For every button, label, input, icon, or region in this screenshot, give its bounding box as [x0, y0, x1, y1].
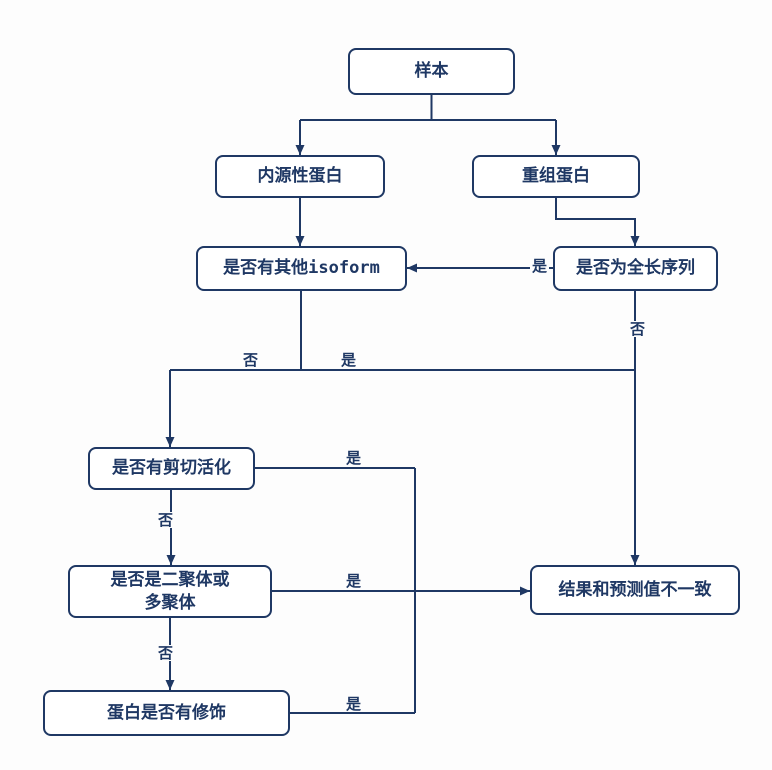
- edge-label-yes-dimer: 是: [344, 572, 364, 590]
- edge-label-yes-isoform-branch: 是: [339, 351, 359, 369]
- node-is-dimer-or-multimer: 是否是二聚体或 多聚体: [68, 565, 272, 618]
- node-endogenous-protein: 内源性蛋白: [215, 155, 385, 198]
- node-is-full-length-sequence: 是否为全长序列: [553, 246, 718, 291]
- node-recombinant-protein: 重组蛋白: [472, 155, 640, 198]
- node-has-other-isoform: 是否有其他isoform: [196, 246, 407, 291]
- node-has-cleavage-activation: 是否有剪切活化: [88, 447, 255, 490]
- edge-label-yes-modification: 是: [344, 695, 364, 713]
- edge-recombinant-to-fulllength: [555, 198, 640, 246]
- node-sample: 样本: [348, 48, 515, 95]
- node-result-mismatch: 结果和预测值不一致: [530, 565, 740, 615]
- edge-label-no-fulllength: 否: [628, 320, 648, 338]
- edge-label-yes-fulllength-to-isoform: 是: [530, 257, 550, 275]
- edge-label-yes-cleavage: 是: [344, 449, 364, 467]
- edge-label-no-cleavage: 否: [156, 511, 176, 529]
- edge-label-no-dimer: 否: [156, 644, 176, 662]
- edge-label-no-isoform-branch: 否: [241, 351, 261, 369]
- node-protein-has-modification: 蛋白是否有修饰: [43, 690, 290, 736]
